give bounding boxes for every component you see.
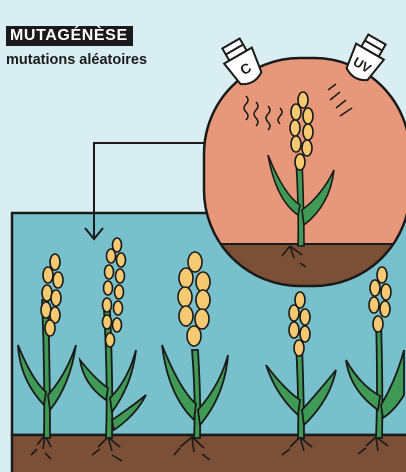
- tank-soil: [12, 435, 406, 472]
- page-title: MUTAGÉNÈSE: [6, 26, 133, 46]
- page-subtitle: mutations aléatoires: [6, 51, 147, 69]
